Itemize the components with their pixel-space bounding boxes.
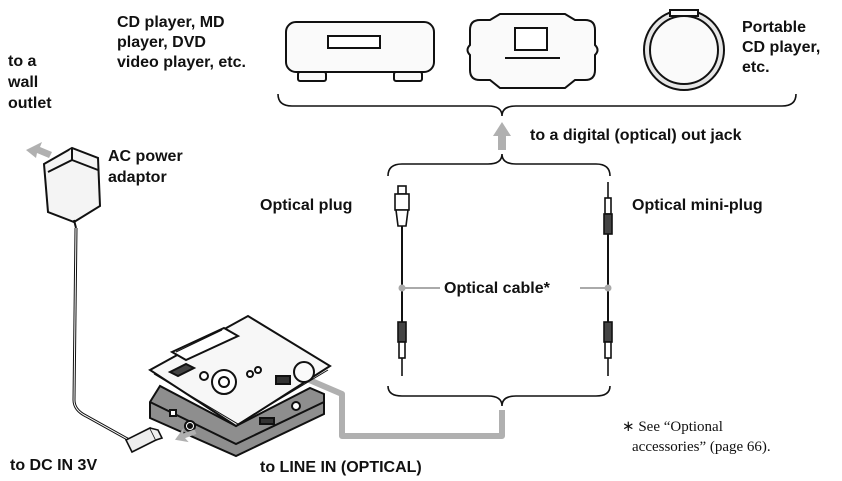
cable-top-brace — [387, 153, 611, 177]
md-recorder-illustration — [148, 314, 332, 458]
cd-player-label-1: CD player, MD — [117, 14, 225, 31]
optical-mini-plug-cable — [603, 182, 613, 376]
wall-outlet-label-2: wall — [8, 74, 39, 91]
portable-label-3: etc. — [742, 59, 770, 76]
portable-label-2: CD player, — [742, 39, 821, 56]
wall-outlet-label-1: to a — [8, 53, 37, 70]
wall-outlet-label-3: outlet — [8, 95, 52, 112]
portable-label-1: Portable — [742, 19, 807, 36]
footnote-line-1: ∗ See “Optional — [622, 419, 723, 435]
digital-out-label: to a digital (optical) out jack — [530, 127, 742, 144]
optical-cable-label: Optical cable* — [444, 280, 550, 297]
ac-adaptor-label-1: AC power — [108, 148, 183, 165]
up-arrow — [493, 122, 511, 150]
devices-brace — [277, 93, 797, 117]
optical-plug-cable — [394, 185, 410, 376]
cd-player-label-3: video player, etc. — [117, 54, 246, 71]
cd-player-label-2: player, DVD — [117, 34, 206, 51]
portable-md-player-illustration — [466, 13, 599, 89]
dc-in-label: to DC IN 3V — [10, 457, 98, 474]
ac-adaptor-label-2: adaptor — [108, 169, 167, 186]
portable-cd-player-illustration — [643, 9, 725, 91]
optical-plug-label: Optical plug — [260, 197, 353, 214]
cd-player-deck-illustration — [285, 21, 435, 82]
dc-plug-illustration — [124, 426, 164, 454]
optical-mini-plug-label: Optical mini-plug — [632, 197, 763, 214]
dc-arrow — [175, 428, 197, 443]
wall-arrow — [26, 142, 52, 158]
footnote-line-2: accessories” (page 66). — [632, 439, 771, 455]
ac-adaptor-illustration — [42, 146, 102, 229]
line-in-cable-path — [298, 373, 505, 439]
cable-bottom-brace — [387, 385, 611, 407]
line-in-label: to LINE IN (OPTICAL) — [260, 459, 422, 476]
